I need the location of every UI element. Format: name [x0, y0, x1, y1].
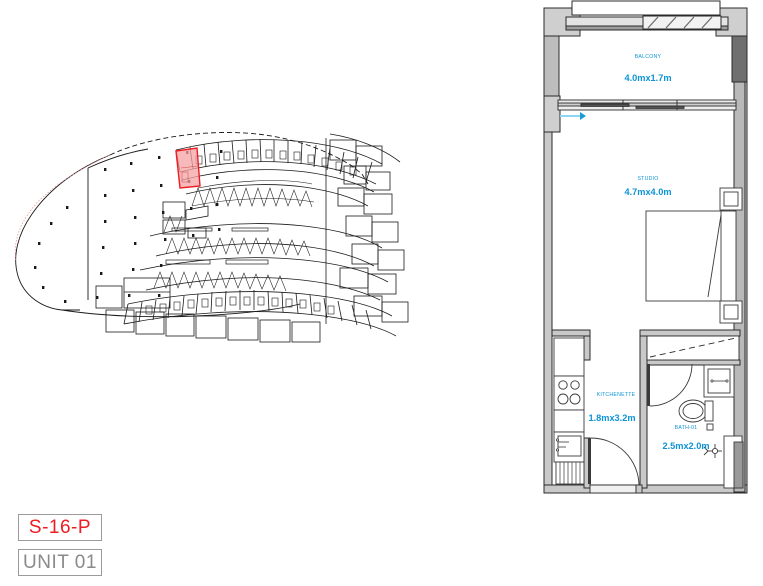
- bed-headboard: [720, 210, 737, 302]
- toilet: [678, 399, 714, 431]
- room-name-kitchenette: KITCHENETTE: [597, 392, 636, 398]
- unit-number-badge: UNIT 01: [18, 549, 102, 576]
- balcony-railing: [565, 0, 729, 31]
- sliding-glass-door: [557, 99, 737, 120]
- kitchen-counter-lower: [553, 409, 585, 433]
- unit-number-text: UNIT 01: [23, 551, 97, 573]
- room-dim-bath: 2.5mx2.0m: [663, 441, 710, 451]
- room-name-balcony: BALCONY: [635, 54, 662, 60]
- cooktop: [553, 375, 585, 411]
- kitchen-fixtures: [553, 337, 585, 485]
- bed-mattress: [645, 210, 725, 302]
- room-dim-studio: 4.7mx4.0m: [625, 187, 672, 197]
- unit-code-badge: S-16-P: [18, 514, 102, 541]
- unit-code-text: S-16-P: [28, 516, 92, 538]
- legend: S-16-P UNIT 01: [18, 514, 102, 584]
- room-dim-kitchenette: 1.8mx3.2m: [589, 413, 636, 423]
- bed-furniture: [645, 187, 743, 324]
- doors: [588, 363, 693, 494]
- louver-panel: [642, 15, 722, 30]
- room-dim-balcony: 4.0mx1.7m: [625, 73, 672, 83]
- room-name-bath: BATH-01: [675, 425, 698, 431]
- room-name-studio: STUDIO: [637, 176, 658, 182]
- bath-fixtures: [678, 364, 744, 489]
- wardrobe: [646, 335, 740, 361]
- pier-left-upper: [543, 35, 560, 97]
- key-plan: [0, 110, 420, 350]
- pier-right-dark: [731, 35, 748, 83]
- unit-floor-plan: BALCONY 4.0mx1.7m STUDIO 4.7mx4.0m KITCH…: [536, 0, 763, 500]
- room-labels: BALCONY 4.0mx1.7m STUDIO 4.7mx4.0m KITCH…: [589, 54, 710, 451]
- highlighted-unit: [175, 147, 201, 189]
- key-plan-graphic: [14, 132, 409, 343]
- washbasin-tap: [703, 444, 722, 458]
- unit-floor-plan-graphic: BALCONY 4.0mx1.7m STUDIO 4.7mx4.0m KITCH…: [543, 0, 748, 494]
- kitchen-counter-upper: [553, 337, 585, 377]
